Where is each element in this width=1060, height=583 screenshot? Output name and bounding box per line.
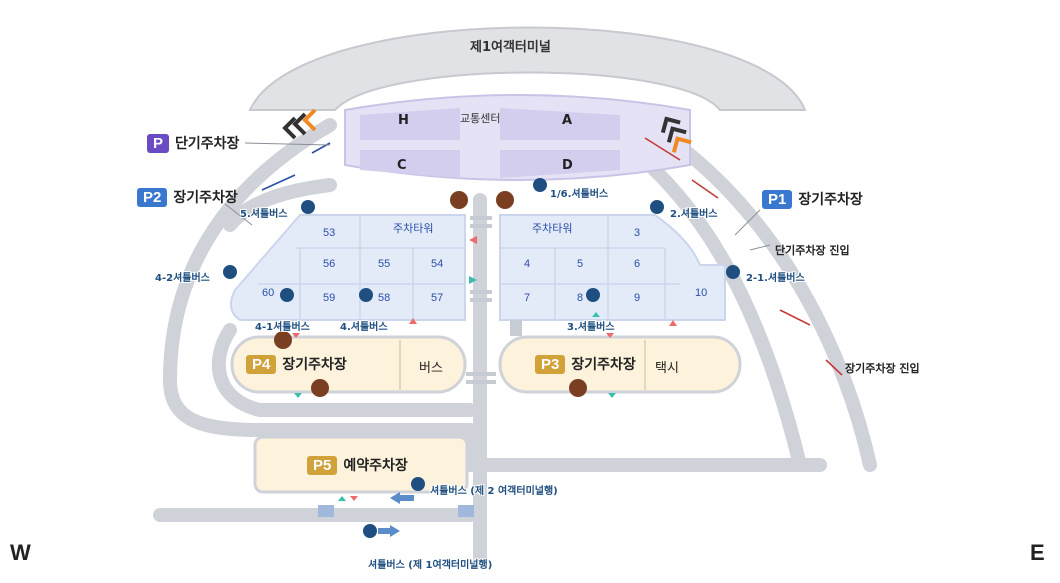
shuttle-stop-4[interactable]: 4.셔틀버스 (340, 322, 388, 333)
zone-53[interactable]: 53 (323, 227, 336, 239)
zone-54[interactable]: 54 (431, 258, 444, 270)
bus-area-label: 버스 (419, 361, 443, 376)
p4-parking-label[interactable]: P4 장기주차장 (246, 354, 347, 374)
p5-badge: P5 (307, 455, 338, 475)
p1-parking-label[interactable]: P1 장기주차장 (762, 189, 863, 209)
zone-6[interactable]: 6 (634, 258, 641, 270)
callout-lines (224, 142, 771, 251)
p3-lot (498, 335, 742, 394)
entrance-chevron-right (660, 116, 692, 153)
p2-label: 장기주차장 (173, 190, 238, 206)
parking-tower-left: 주차타워 (393, 223, 434, 235)
shuttle-stop-3[interactable]: 3.셔틀버스 (567, 322, 615, 333)
short-term-parking-label[interactable]: P 단기주차장 (147, 133, 239, 153)
gate-h: H (398, 113, 409, 128)
zone-9[interactable]: 9 (634, 292, 641, 304)
p4-badge: P4 (246, 354, 277, 374)
shuttle-to-terminal-1[interactable]: 셔틀버스 (제 1여객터미널행) (368, 560, 493, 571)
shuttle-to-terminal-2[interactable]: 셔틀버스 (제 2 여객터미널행) (430, 486, 558, 497)
food-pin-icons (274, 191, 587, 397)
parking-area-right (499, 214, 726, 321)
zone-7[interactable]: 7 (524, 292, 531, 304)
taxi-area-label: 택시 (655, 361, 679, 376)
bus-stop-pin-icons (223, 178, 740, 538)
zone-57[interactable]: 57 (431, 292, 444, 304)
p1-label: 장기주차장 (798, 192, 863, 208)
zone-5[interactable]: 5 (577, 258, 584, 270)
zone-8[interactable]: 8 (577, 292, 584, 304)
p2-badge: P2 (137, 187, 168, 207)
p4-label: 장기주차장 (282, 357, 347, 373)
gate-a: A (562, 113, 573, 128)
short-term-entry-label: 단기주차장 진입 (775, 244, 850, 257)
compass-east: E (1030, 540, 1045, 565)
shuttle-stop-2-1[interactable]: 2-1.셔틀버스 (746, 273, 805, 284)
direction-markers (292, 236, 677, 501)
p5-parking-label[interactable]: P5 예약주차장 (307, 455, 408, 475)
zone-10[interactable]: 10 (695, 287, 708, 299)
transport-center-label: 교통센터 (460, 112, 501, 125)
p3-badge: P3 (535, 354, 566, 374)
p5-label: 예약주차장 (343, 458, 408, 474)
zone-58[interactable]: 58 (378, 292, 391, 304)
shuttle-stop-4-2[interactable]: 4-2셔틀버스 (155, 273, 210, 284)
shuttle-stop-2[interactable]: 2.셔틀버스 (670, 209, 718, 220)
shuttle-stop-1-6[interactable]: 1/6.셔틀버스 (550, 189, 609, 200)
parking-tower-right: 주차타워 (532, 223, 573, 235)
p3-parking-label[interactable]: P3 장기주차장 (535, 354, 636, 374)
p4-lot (230, 335, 467, 394)
shuttle-stop-5[interactable]: 5.셔틀버스 (240, 209, 288, 220)
gate-c: C (397, 158, 407, 173)
p-badge: P (147, 133, 170, 153)
p2-parking-label[interactable]: P2 장기주차장 (137, 187, 238, 207)
gate-d: D (562, 158, 573, 173)
p1-badge: P1 (762, 189, 793, 209)
crosswalks (318, 216, 522, 517)
p-label: 단기주차장 (175, 136, 240, 152)
terminal-title: 제1여객터미널 (470, 40, 551, 55)
long-term-entry-label: 장기주차장 진입 (845, 362, 920, 375)
p5-lot (253, 435, 469, 494)
terminal-building (248, 26, 807, 111)
zone-4[interactable]: 4 (524, 258, 531, 270)
traffic-arrows (261, 137, 843, 376)
zone-3[interactable]: 3 (634, 227, 641, 239)
entrance-chevron-left (282, 108, 317, 140)
shuttle-stop-4-1[interactable]: 4-1셔틀버스 (255, 322, 310, 333)
zone-56[interactable]: 56 (323, 258, 336, 270)
p3-label: 장기주차장 (571, 357, 636, 373)
direction-arrows (378, 492, 414, 537)
zone-59[interactable]: 59 (323, 292, 336, 304)
zone-60[interactable]: 60 (262, 287, 275, 299)
transport-center (344, 94, 691, 181)
zone-55[interactable]: 55 (378, 258, 391, 270)
compass-west: W (10, 540, 31, 565)
